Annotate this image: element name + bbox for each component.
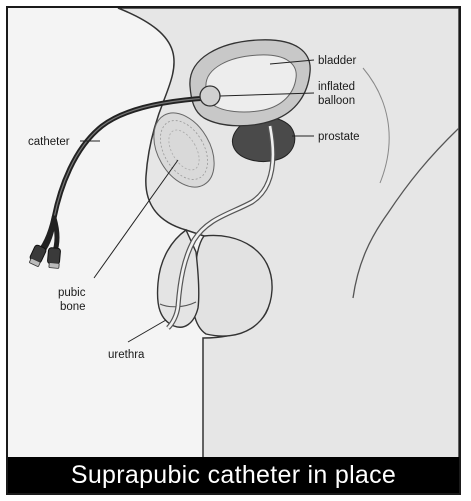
inflated-balloon <box>200 86 220 106</box>
label-bladder: bladder <box>318 55 357 67</box>
label-catheter: catheter <box>28 136 70 148</box>
anatomy-illustration: bladder inflated balloon prostate cathet… <box>8 8 459 493</box>
label-inflated: inflated <box>318 81 355 93</box>
label-pubic: pubic <box>58 287 86 299</box>
caption-bar: Suprapubic catheter in place <box>8 457 459 493</box>
diagram-frame: bladder inflated balloon prostate cathet… <box>6 6 461 495</box>
label-urethra: urethra <box>108 349 145 361</box>
label-bone: bone <box>60 301 86 313</box>
label-balloon: balloon <box>318 95 355 107</box>
catheter-ports <box>29 218 60 268</box>
caption: Suprapubic catheter in place <box>71 461 396 490</box>
label-prostate: prostate <box>318 131 360 143</box>
leader-urethra <box>128 320 166 342</box>
